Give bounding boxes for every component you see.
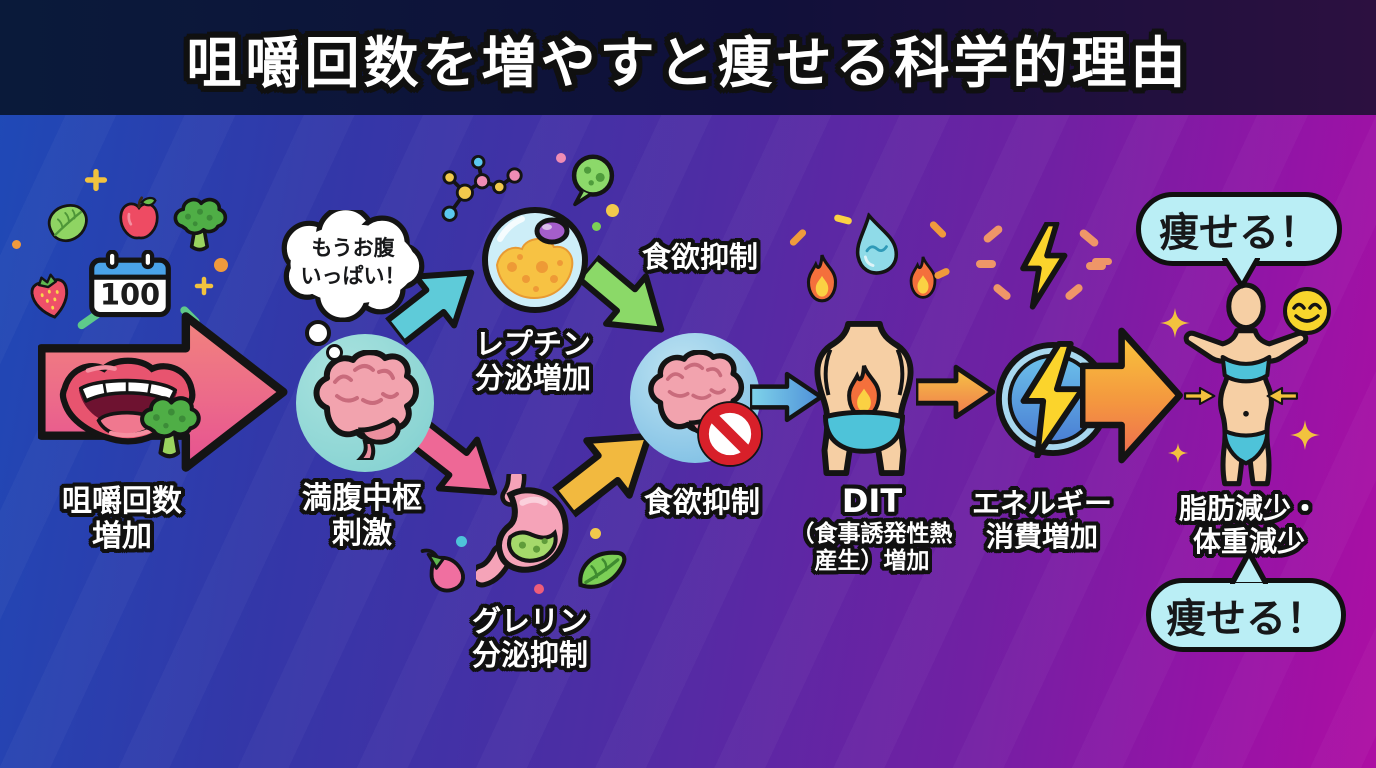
brain-icon (313, 350, 419, 460)
label-line: 産生）増加 (814, 547, 930, 574)
sparkle-icon (1168, 443, 1188, 463)
page-title: 咀嚼回数を増やすと痩せる科学的理由 (186, 30, 1190, 95)
waist-arrow-right-icon (1184, 386, 1216, 406)
flame-icon (806, 254, 838, 303)
label-chewing-count: 咀嚼回数 増加 (62, 484, 182, 555)
dot-decoration (592, 222, 601, 231)
plus-sparkle-icon (84, 168, 108, 192)
dot-decoration (534, 584, 544, 594)
dot-decoration (606, 204, 619, 217)
label-fat-weight-loss: 脂肪減少・ 体重減少 (1179, 492, 1319, 558)
yaseru-bubble-top: 痩せる！ (1136, 192, 1342, 266)
dot-decoration (12, 240, 21, 249)
smiley-icon (1283, 287, 1331, 335)
label-ghrelin: グレリン 分泌抑制 (472, 604, 588, 672)
thought-bubble (281, 210, 425, 322)
eggplant-icon (420, 548, 465, 593)
leaf-icon (578, 550, 627, 589)
waist-arrow-left-icon (1266, 386, 1298, 406)
green-bubble-icon (571, 154, 615, 207)
label-line: 脂肪減少・ (1178, 492, 1320, 525)
flow-arrow-energy-to-result (1080, 327, 1183, 464)
broccoli-icon (173, 197, 228, 252)
label-line: DIT (841, 482, 903, 520)
label-line: （食事誘発性熱 (791, 520, 953, 547)
thought-trail-dot (305, 320, 331, 346)
sparkle-icon (1160, 308, 1190, 338)
dot-decoration (456, 536, 467, 547)
flow-arrow-appetite-to-dit (750, 371, 824, 423)
yaseru-bubble-bottom: 痩せる！ (1146, 578, 1346, 652)
spark-dash (1086, 262, 1106, 270)
label-line: 刺激 (332, 516, 392, 552)
leptin-cell-icon (482, 207, 588, 313)
label-line: 増加 (92, 519, 152, 555)
flow-arrow-brain-to-stomach (406, 419, 498, 496)
title-band: 咀嚼回数を増やすと痩せる科学的理由 (0, 0, 1376, 115)
sparkle-icon (1290, 420, 1320, 450)
flow-arrow-brain-to-leptin (383, 269, 475, 346)
flow-arrow-leptin-to-appetite (575, 254, 665, 333)
label-line: 満腹中枢 (302, 481, 422, 516)
label-line: エネルギー (971, 487, 1113, 520)
label-line: 分泌抑制 (471, 638, 589, 673)
thought-line: もうお腹 (311, 236, 395, 260)
chew-counter-calendar-icon: 100 (89, 250, 171, 318)
bubble-text: 痩せる！ (1166, 596, 1326, 642)
label-line: 消費増加 (985, 520, 1099, 554)
lettuce-icon (47, 204, 88, 242)
slim-body-icon (1183, 282, 1309, 487)
strawberry-icon (30, 273, 69, 319)
label-line: 食欲抑制 (641, 240, 759, 274)
thought-bubble-text: もうお腹 いっぱい！ (301, 234, 406, 291)
label-energy-consumption: エネルギー 消費増加 (972, 487, 1112, 553)
label-appetite-suppression-main: 食欲抑制 (644, 485, 760, 519)
thought-trail-dot (326, 344, 343, 361)
label-leptin: レプチン 分泌増加 (475, 327, 591, 395)
prohibition-icon (697, 401, 763, 467)
label-line: 分泌増加 (474, 361, 592, 396)
label-line: 食欲抑制 (643, 485, 761, 519)
molecule-icon (441, 154, 523, 222)
stomach-icon (476, 474, 569, 588)
dit-body-icon (814, 320, 914, 477)
bubble-tail-up-overlay (1230, 551, 1268, 584)
label-line: 咀嚼回数 (62, 484, 182, 519)
spark-dash (1092, 258, 1112, 265)
bubble-text: 痩せる！ (1159, 210, 1319, 256)
bubble-tail-down (1222, 258, 1260, 289)
dot-decoration (214, 258, 228, 272)
broccoli-bite-icon (140, 396, 201, 459)
label-satiety-center: 満腹中枢 刺激 (302, 481, 422, 552)
thought-line: いっぱい！ (300, 264, 406, 289)
label-dit: DIT （食事誘発性熱 産生）増加 (791, 482, 953, 575)
label-appetite-suppression-top: 食欲抑制 (642, 240, 758, 274)
plus-sparkle-icon (194, 276, 214, 296)
label-line: レプチン (474, 327, 592, 361)
calendar-number: 100 (100, 277, 160, 311)
water-droplet-icon (855, 211, 899, 275)
spark-bolt-icon (1020, 222, 1068, 310)
flow-arrow-ghrelin-to-appetite (550, 432, 652, 519)
spark-dash (976, 260, 996, 268)
apple-icon (119, 196, 159, 240)
dot-decoration (556, 153, 566, 163)
label-line: グレリン (471, 604, 589, 638)
dot-decoration (590, 528, 601, 539)
flow-arrow-dit-to-energy (916, 364, 996, 420)
